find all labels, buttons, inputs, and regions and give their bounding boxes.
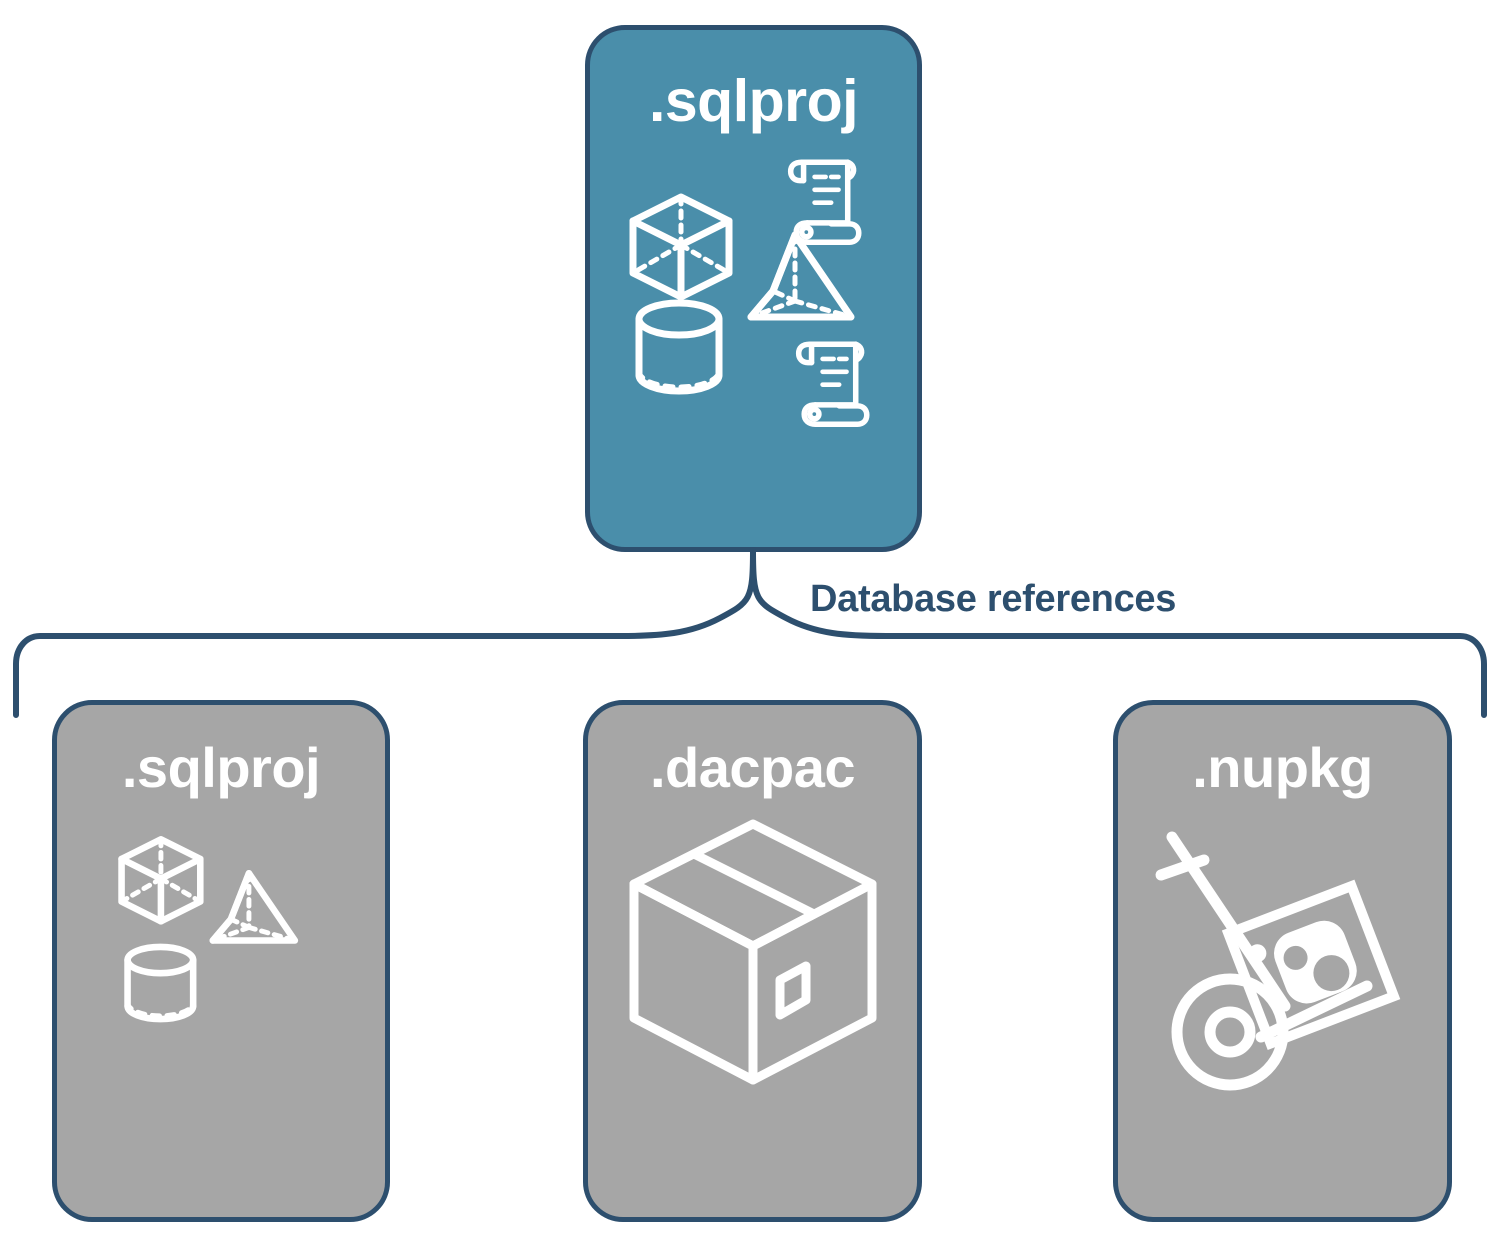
node-child-sqlproj[interactable]: .sqlproj <box>52 700 390 1222</box>
shapes-icon-group <box>117 836 298 1023</box>
package-box-icon-group <box>629 819 876 1085</box>
node-child-nupkg-title: .nupkg <box>1192 736 1373 799</box>
brace-left-arm <box>13 547 756 718</box>
node-root-title: .sqlproj <box>648 68 859 134</box>
connector-label: Database references <box>810 578 1177 620</box>
nuget-logo-holes <box>1283 945 1349 992</box>
wheel-icon <box>1171 973 1288 1091</box>
node-child-dacpac[interactable]: .dacpac <box>583 700 922 1222</box>
pyramid-icon <box>747 231 854 321</box>
scroll-icon <box>787 159 862 246</box>
node-child-sqlproj-title: .sqlproj <box>121 736 321 799</box>
scroll-icon <box>795 341 870 428</box>
node-child-dacpac-artwork <box>628 818 878 1088</box>
node-child-sqlproj-artwork <box>109 834 334 1049</box>
node-child-nupkg[interactable]: .nupkg <box>1113 700 1452 1222</box>
nuget-package-icon <box>1221 879 1400 1050</box>
pyramid-icon <box>209 870 298 944</box>
cylinder-icon <box>635 299 722 395</box>
node-root-artwork <box>609 149 899 439</box>
hand-truck-icon-group <box>1155 831 1400 1091</box>
cube-icon <box>629 193 732 301</box>
cylinder-icon <box>123 943 196 1023</box>
package-box-icon <box>629 819 876 1085</box>
root-icon-group <box>629 159 870 428</box>
cube-icon <box>117 836 204 925</box>
node-child-dacpac-title: .dacpac <box>649 736 856 799</box>
node-child-nupkg-artwork <box>1155 831 1408 1094</box>
brace-right-arm <box>750 547 1487 718</box>
node-root-sqlproj[interactable]: .sqlproj <box>585 25 922 552</box>
